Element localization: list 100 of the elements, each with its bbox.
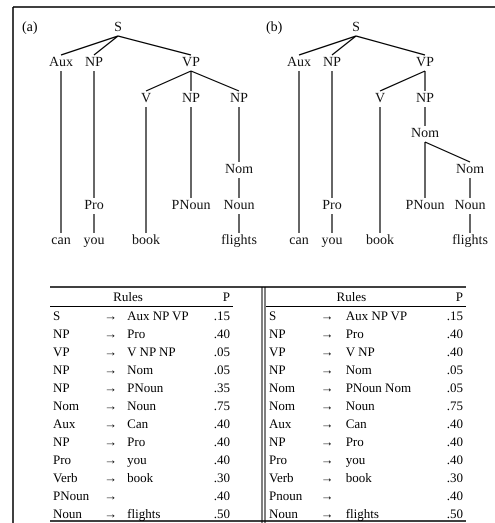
rule-arrow: →: [104, 362, 118, 377]
rule-arrow: →: [320, 416, 334, 431]
rule-right-side: V NP: [346, 344, 375, 359]
tree-branch: [190, 107, 192, 198]
probability: .30: [446, 470, 463, 485]
rule-right-side: Nom: [127, 362, 154, 377]
tree-node-label: book: [132, 233, 160, 249]
tree-node-label: Nom: [225, 162, 253, 178]
probability: .40: [446, 416, 463, 431]
rule-right-side: book: [127, 470, 154, 485]
column-header: Rules: [113, 289, 143, 304]
tree-node-label: Nom: [411, 126, 439, 142]
panel-label: (b): [266, 20, 282, 36]
probability: .15: [446, 308, 463, 323]
tree-branch: [298, 35, 356, 56]
rule-left-side: NP: [53, 362, 70, 377]
rule-left-side: VP: [53, 344, 70, 359]
rule-left-side: NP: [53, 380, 70, 395]
tree-branch: [424, 142, 426, 198]
rule-arrow: →: [104, 452, 118, 467]
rule-arrow: →: [104, 506, 118, 521]
probability: .05: [446, 362, 463, 377]
column-header: P: [222, 289, 230, 304]
tree-node-label: S: [352, 20, 360, 36]
probability: .05: [214, 362, 230, 377]
tree-node-label: NP: [323, 55, 341, 71]
rule-left-side: NP: [53, 326, 70, 341]
tree-node-label: NP: [182, 91, 200, 107]
probability: .40: [214, 488, 230, 503]
probability: .75: [214, 398, 230, 413]
rule-right-side: you: [346, 452, 366, 467]
rule-left-side: Noun: [269, 506, 298, 521]
probability: .40: [446, 452, 463, 467]
tree-node-label: Aux: [48, 55, 74, 71]
probability: .40: [446, 488, 463, 503]
rule-arrow: →: [104, 470, 118, 485]
probability: .05: [214, 344, 230, 359]
rule-right-side: Can: [127, 416, 148, 431]
probability: .15: [214, 308, 230, 323]
column-header: P: [456, 289, 463, 304]
tree-node-label: book: [366, 233, 394, 249]
rule-arrow: →: [320, 380, 334, 395]
rule-arrow: →: [104, 488, 118, 503]
tree-node-label: you: [84, 233, 104, 249]
rule-arrow: →: [320, 452, 334, 467]
probability: .40: [214, 434, 230, 449]
probability: .05: [446, 380, 463, 395]
rule-right-side: Nom: [346, 362, 372, 377]
rule-right-side: Can: [346, 416, 367, 431]
rule-left-side: Pnoun: [269, 488, 302, 503]
rule-left-side: Nom: [269, 380, 295, 395]
probability: .40: [214, 452, 230, 467]
rule-arrow: →: [320, 362, 334, 377]
rule-arrow: →: [104, 344, 118, 359]
tree-branch: [93, 71, 95, 198]
probability: .40: [214, 416, 230, 431]
tree-branch: [146, 70, 192, 92]
tree-branch: [331, 71, 333, 198]
rule-left-side: Aux: [269, 416, 292, 431]
rule-arrow: →: [320, 344, 334, 359]
rule-arrow: →: [104, 398, 118, 413]
rule-right-side: PNoun: [127, 380, 164, 395]
tree-node-label: can: [289, 233, 309, 249]
rule-right-side: book: [346, 470, 372, 485]
tree-node-label: NP: [85, 55, 103, 71]
rule-arrow: →: [104, 416, 118, 431]
tree-branch: [298, 71, 300, 233]
rule-right-side: V NP NP: [127, 344, 176, 359]
rule-right-side: Pro: [127, 326, 146, 341]
tree-branch: [238, 214, 240, 233]
rule-left-side: PNoun: [53, 488, 90, 503]
tree-node-label: S: [114, 20, 122, 36]
rule-left-side: S: [53, 308, 60, 323]
rule-arrow: →: [104, 308, 118, 323]
tree-branch: [238, 178, 240, 198]
tree-node-label: NP: [230, 91, 248, 107]
tree-branch: [94, 36, 118, 56]
tree-node-label: VP: [416, 55, 434, 71]
rule-left-side: Verb: [53, 470, 78, 485]
probability: .40: [446, 326, 463, 341]
rule-left-side: Nom: [53, 398, 79, 413]
rule-left-side: NP: [53, 434, 70, 449]
tree-node-label: flights: [452, 233, 488, 249]
probability: .35: [214, 380, 230, 395]
rule-left-side: NP: [269, 434, 286, 449]
tree-node-label: VP: [182, 55, 200, 71]
probability: .40: [446, 344, 463, 359]
tree-node-label: PNoun: [172, 198, 210, 214]
tree-branch: [190, 70, 240, 92]
tree-node-label: NP: [416, 91, 434, 107]
rule-left-side: Noun: [53, 506, 82, 521]
tree-node-label: PNoun: [406, 198, 444, 214]
tree-branch: [469, 214, 471, 233]
tree-node-label: Noun: [454, 198, 486, 214]
rule-arrow: →: [320, 488, 334, 503]
panel-label: (a): [22, 20, 38, 36]
rule-right-side: you: [127, 452, 147, 467]
rule-right-side: PNoun Nom: [346, 380, 412, 395]
probability: .40: [214, 326, 230, 341]
rule-right-side: Pro: [346, 434, 364, 449]
